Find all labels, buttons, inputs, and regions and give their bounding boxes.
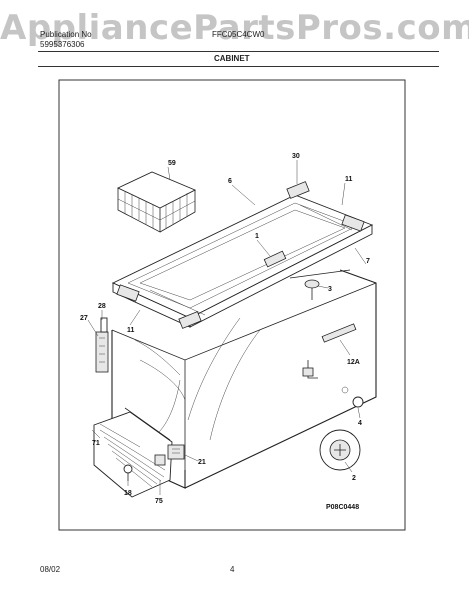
part-label-hinge-top: 28	[98, 303, 106, 310]
section-title: CABINET	[214, 54, 250, 63]
part-label-basket: 59	[168, 160, 176, 167]
diagram-frame	[58, 79, 406, 531]
drain-assembly	[302, 360, 364, 408]
gasket-corner-right	[341, 214, 365, 232]
footer-date: 08/02	[40, 565, 61, 574]
screw	[123, 464, 133, 481]
part-label-drain-plug: 4	[358, 420, 362, 427]
gasket-corner-left	[116, 284, 140, 302]
grille-strip	[124, 407, 171, 441]
publication-number: 5995376306	[40, 40, 85, 49]
control-housing	[167, 444, 185, 460]
lid-handle	[263, 250, 287, 268]
publication-label: Publication No	[40, 30, 92, 39]
thermostat	[304, 279, 320, 300]
part-label-grille-strip: 75	[155, 498, 163, 505]
part-label-thermostat: 3	[328, 286, 332, 293]
section-rule	[38, 66, 439, 67]
front-grille	[93, 411, 173, 498]
part-label-control-housing: 21	[198, 459, 206, 466]
part-label-rating-plate: 12A	[347, 359, 360, 366]
lid-assembly	[111, 194, 374, 328]
part-label-lid: 7	[366, 258, 370, 265]
control-knob	[319, 429, 361, 471]
watermark-logo: AppliancePartsPros.com	[0, 8, 469, 48]
part-label-grille: 71	[92, 440, 100, 447]
part-label-gasket-left: 11	[127, 327, 135, 334]
rating-label	[321, 323, 357, 343]
part-label-handle: 1	[255, 233, 259, 240]
model-number: FFC05C4CW0	[212, 30, 265, 39]
cabinet-body	[111, 269, 377, 489]
hinge-assembly	[95, 317, 109, 373]
figure-code: P08C0448	[326, 504, 359, 511]
leader-lines	[87, 160, 367, 495]
footer-page-number: 4	[230, 565, 235, 574]
part-label-lid-panel: 6	[228, 178, 232, 185]
part-label-gasket-top: 11	[345, 176, 353, 183]
part-label-screw: 18	[124, 490, 132, 497]
gasket-corner-top	[286, 181, 310, 199]
gasket-corner-front	[178, 311, 202, 329]
part-label-control-knob: 2	[352, 475, 356, 482]
header-rule	[38, 51, 439, 52]
wire-basket	[116, 171, 197, 233]
part-label-hinge: 27	[80, 315, 88, 322]
part-label-lid-liner: 30	[292, 153, 300, 160]
